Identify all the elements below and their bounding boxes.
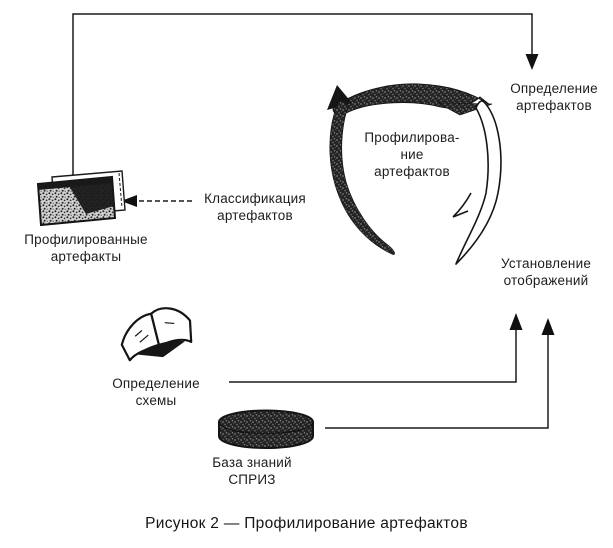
artifact-stack-icon	[36, 170, 126, 227]
label-line: схемы	[135, 393, 177, 408]
label-line: Профилирова-	[364, 130, 460, 145]
label-profiling-cycle: Профилирова- ние артефактов	[352, 129, 472, 180]
open-book-icon	[120, 307, 193, 362]
arrowhead-up-icon	[509, 313, 523, 330]
label-mapping-establishment: Установление отображений	[486, 255, 606, 289]
arrow-profiled-artifacts-to-artifact-definition	[72, 13, 539, 180]
label-line: Установление	[500, 256, 592, 271]
label-profiled-artifacts: Профилированные артефакты	[16, 231, 156, 265]
label-line: артефактов	[374, 164, 450, 179]
label-schema-definition: Определение схемы	[96, 375, 216, 409]
label-line: артефактов	[217, 208, 293, 223]
label-line: отображений	[503, 273, 589, 288]
arrow-classification-to-profiled-artifacts	[121, 195, 192, 207]
label-line: Классификация	[204, 191, 306, 206]
label-line: СПРИЗ	[228, 472, 276, 487]
label-line: Определение	[510, 81, 598, 96]
label-line: Профилированные	[24, 232, 148, 247]
label-line: ние	[400, 147, 424, 162]
label-line: База знаний	[212, 455, 292, 470]
arrowhead-down-icon	[525, 54, 539, 70]
label-artifact-definition: Определение артефактов	[494, 80, 613, 114]
arrowhead-left-icon	[121, 195, 137, 207]
label-line: артефакты	[50, 249, 122, 264]
label-classification: Классификация артефактов	[195, 190, 315, 224]
database-cylinder-icon	[218, 409, 314, 450]
label-line: артефактов	[516, 98, 592, 113]
label-line: Определение	[112, 376, 200, 391]
label-knowledge-base: База знаний СПРИЗ	[192, 454, 312, 488]
arrow-knowledge-base-to-mapping-establishment	[325, 318, 555, 429]
arrowhead-up-icon	[541, 318, 555, 335]
figure-caption: Рисунок 2 — Профилирование артефактов	[145, 515, 468, 532]
arrow-schema-definition-to-mapping-establishment	[229, 313, 523, 383]
cycle-arrows-icon	[327, 83, 502, 265]
